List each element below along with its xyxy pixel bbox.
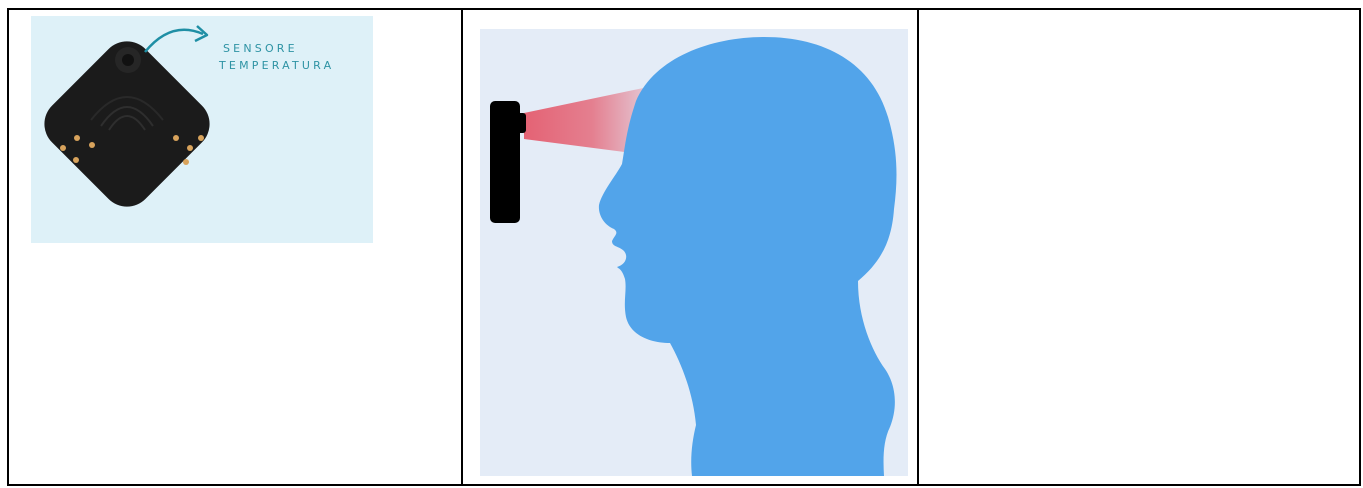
sensor-label-line-1: SENSORE <box>219 40 334 57</box>
sensor-label-line-2: TEMPERATURA <box>219 57 334 74</box>
curved-arrow-icon <box>145 26 207 52</box>
human-head-profile-icon <box>599 37 897 476</box>
table-cell-sensor: SENSORE TEMPERATURA <box>9 10 461 484</box>
head-scan-image <box>480 29 908 476</box>
image-table: SENSORE TEMPERATURA <box>7 8 1361 486</box>
infrared-thermometer-icon <box>490 101 526 223</box>
table-cell-head-scan <box>461 10 917 484</box>
table-cell-empty <box>917 10 1359 484</box>
sensor-image: SENSORE TEMPERATURA <box>31 16 373 243</box>
sensor-label: SENSORE TEMPERATURA <box>219 40 334 74</box>
contact-pin <box>60 145 66 151</box>
